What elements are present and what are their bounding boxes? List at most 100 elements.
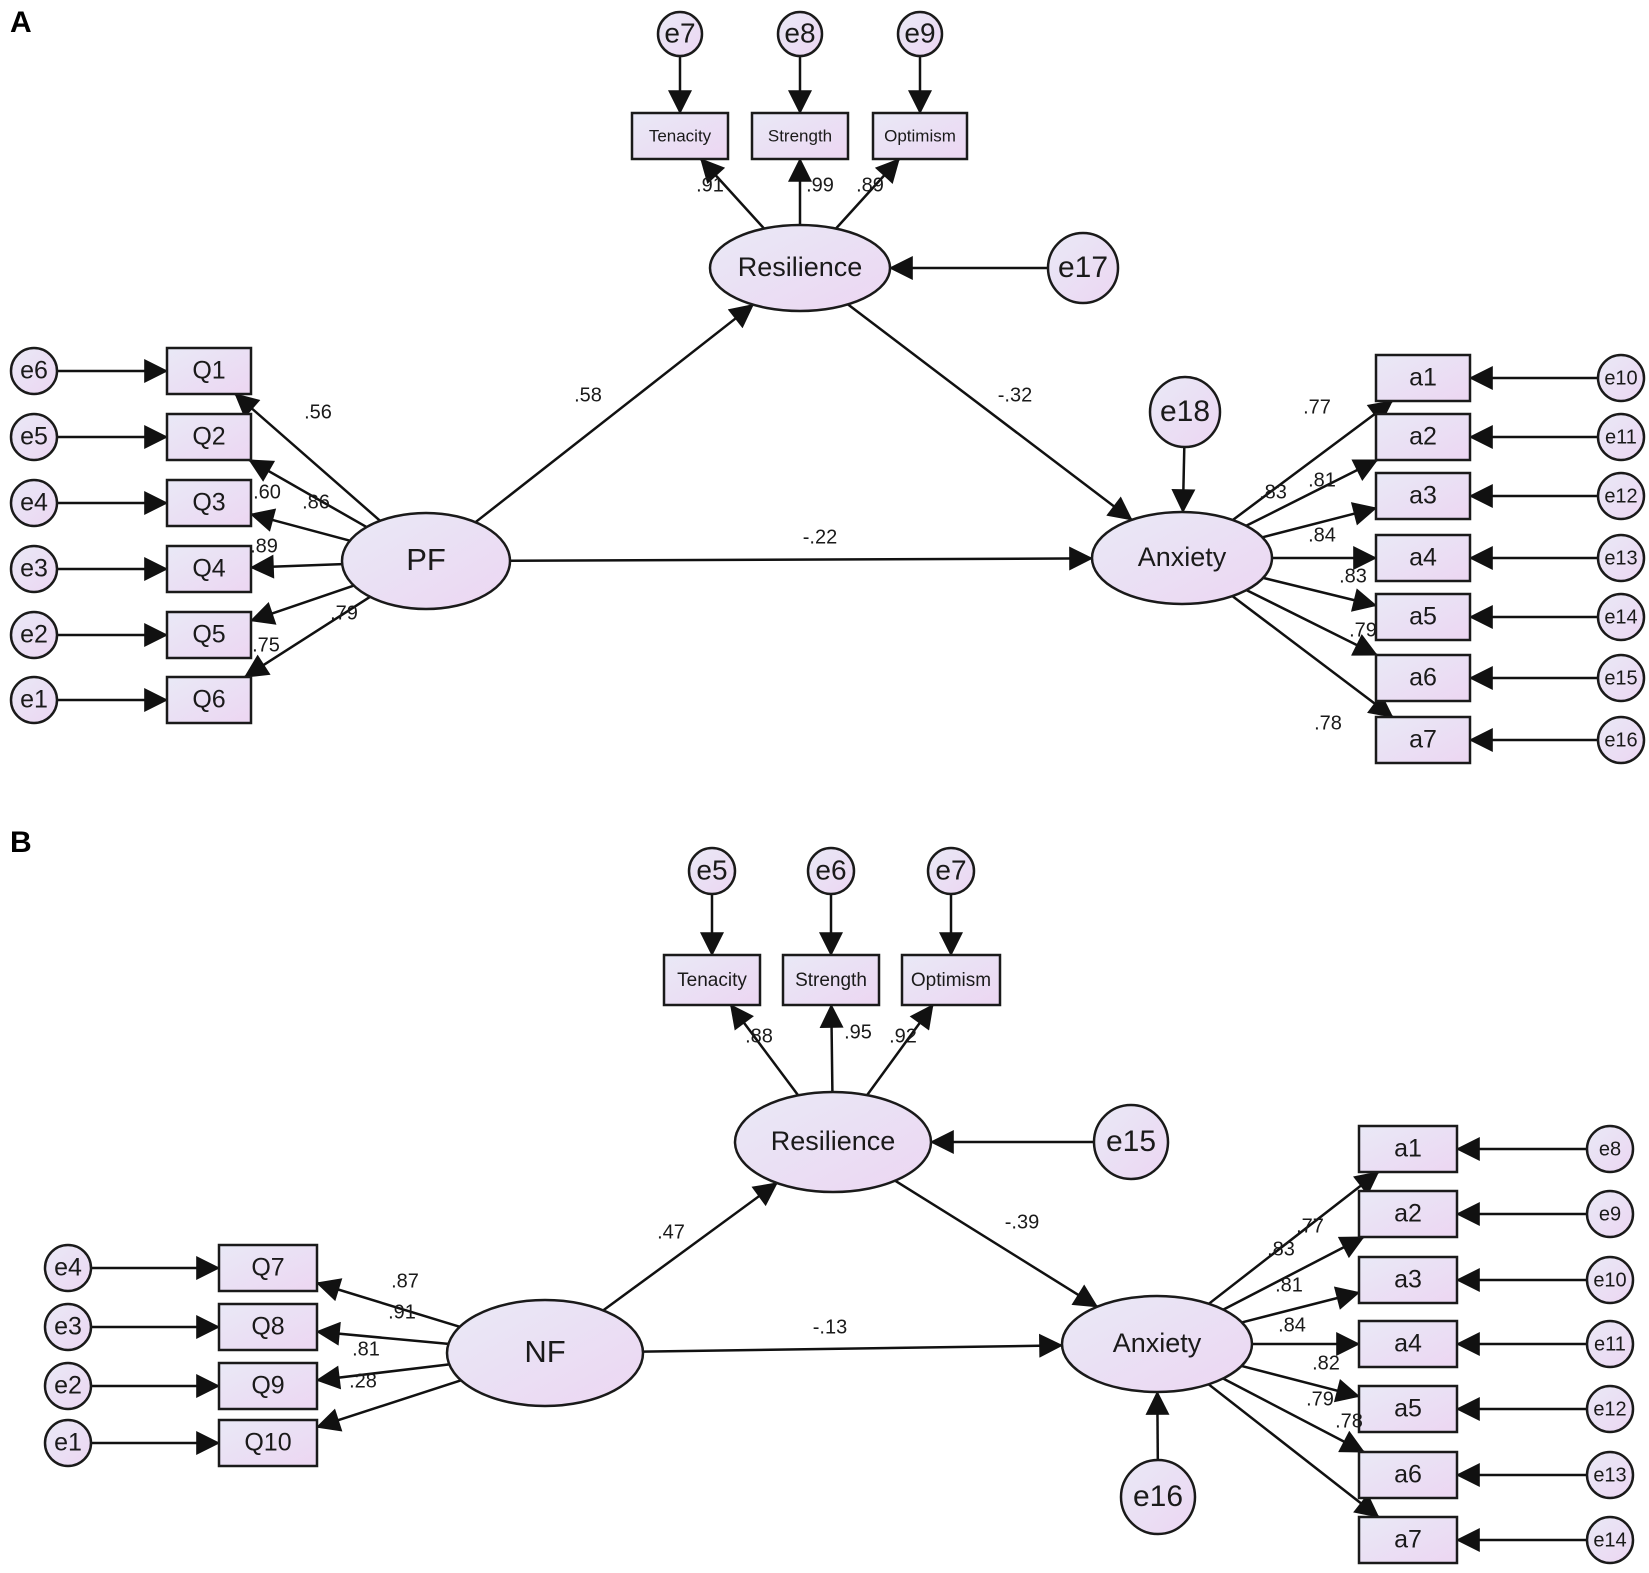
- arrow-anxiety-to-a2-panel-b: [1222, 1235, 1365, 1311]
- observed-variable-q6-panel-a: Q6: [165, 675, 253, 725]
- error-term-shape: [1585, 1189, 1635, 1239]
- error-term-label: e10: [1604, 367, 1637, 389]
- observed-variable-shape: [1374, 412, 1472, 462]
- error-term-e11-panel-a: e11: [1596, 412, 1646, 462]
- error-term-e5-panel-a: e5: [9, 412, 59, 462]
- error-term-e3-panel-a: e3: [9, 544, 59, 594]
- arrow-resilience-to-optimism-panel-b: [866, 1004, 934, 1096]
- path-coefficient-label: .77: [1303, 396, 1331, 418]
- observed-variable-shape: [217, 1418, 319, 1468]
- error-term-shape: [1585, 1384, 1635, 1434]
- observed-variable-label: Optimism: [884, 126, 956, 145]
- observed-variable-shape: [165, 346, 253, 396]
- error-term-e5-panel-b: e5: [687, 846, 737, 896]
- error-term-label: e3: [54, 1313, 82, 1341]
- arrow-e18-to-anxiety-panel-a: [1171, 446, 1196, 514]
- error-term-e7-panel-a: e7: [656, 10, 704, 58]
- arrow-pf-to-resilience-panel-a: [474, 303, 755, 524]
- observed-variable-shape: [217, 1243, 319, 1293]
- observed-variable-a4-panel-a: a4: [1374, 533, 1472, 583]
- error-term-label: e2: [54, 1372, 82, 1400]
- error-term-shape: [9, 675, 59, 725]
- observed-variable-shape: [1357, 1189, 1459, 1239]
- path-coefficient-label: .87: [391, 1270, 419, 1292]
- panel-label-b: B: [10, 826, 32, 859]
- arrow-e16-to-anxiety-panel-b: [1145, 1390, 1170, 1461]
- edges-layer: [57, 56, 1598, 1552]
- error-term-shape: [1119, 1458, 1197, 1536]
- path-coefficient-label: .95: [844, 1021, 872, 1043]
- error-term-e11-panel-b: e11: [1585, 1319, 1635, 1369]
- path-coefficient-label: .79: [330, 602, 358, 624]
- error-term-e18-panel-a: e18: [1148, 375, 1222, 449]
- observed-variable-a1-panel-b: a1: [1357, 1124, 1459, 1174]
- observed-variable-label: a7: [1409, 726, 1437, 754]
- observed-variable-shape: [165, 675, 253, 725]
- arrow-nf-to-resilience-panel-b: [602, 1181, 778, 1312]
- observed-variable-label: Q7: [251, 1254, 284, 1282]
- observed-variable-label: a4: [1394, 1330, 1422, 1358]
- error-term-label: e11: [1605, 426, 1637, 448]
- arrow-pf-to-q1-panel-a: [234, 393, 381, 522]
- error-term-label: e14: [1604, 606, 1637, 628]
- error-term-e16-panel-a: e16: [1596, 715, 1646, 765]
- observed-variable-a3-panel-a: a3: [1374, 471, 1472, 521]
- error-term-label: e18: [1160, 395, 1210, 428]
- error-term-label: e4: [20, 489, 48, 517]
- error-term-label: e1: [20, 686, 48, 714]
- path-coefficient-label: .89: [250, 535, 278, 557]
- observed-variable-shape: [750, 111, 850, 161]
- latent-variable-shape: [1060, 1294, 1254, 1394]
- path-coefficient-label: .82: [1312, 1352, 1340, 1374]
- observed-variable-label: a4: [1409, 544, 1437, 572]
- observed-variable-q5-panel-a: Q5: [165, 610, 253, 660]
- path-coefficient-label: .58: [574, 384, 602, 406]
- observed-variable-a2-panel-a: a2: [1374, 412, 1472, 462]
- arrow-anxiety-to-a5-panel-a: [1262, 576, 1378, 612]
- latent-variable-resilience-panel-a: Resilience: [708, 223, 892, 313]
- observed-variable-q1-panel-a: Q1: [165, 346, 253, 396]
- observed-variable-shape: [217, 1361, 319, 1411]
- error-term-shape: [806, 846, 856, 896]
- error-term-e13-panel-b: e13: [1585, 1450, 1635, 1500]
- error-term-shape: [43, 1243, 93, 1293]
- arrow-anxiety-to-a1-panel-b: [1208, 1171, 1380, 1305]
- path-coefficient-label: .91: [696, 174, 724, 196]
- path-coefficient-label: .99: [806, 174, 834, 196]
- error-term-e8-panel-b: e8: [1585, 1124, 1635, 1174]
- path-coefficient-label: .89: [856, 174, 884, 196]
- error-term-label: e3: [20, 555, 48, 583]
- error-term-e15-panel-a: e15: [1596, 653, 1646, 703]
- observed-variable-a5-panel-b: a5: [1357, 1384, 1459, 1434]
- error-term-shape: [1585, 1255, 1635, 1305]
- latent-variable-shape: [1090, 510, 1274, 606]
- error-term-e6-panel-a: e6: [9, 346, 59, 396]
- observed-variable-label: Q10: [244, 1429, 291, 1457]
- error-term-shape: [1596, 412, 1646, 462]
- error-term-label: e13: [1604, 547, 1637, 569]
- observed-variable-label: Q1: [192, 357, 225, 385]
- observed-variable-shape: [900, 953, 1002, 1007]
- path-coefficient-label: .84: [1278, 1314, 1306, 1336]
- arrow-anxiety-to-a3-panel-b: [1241, 1286, 1361, 1324]
- observed-variable-label: Q4: [192, 555, 225, 583]
- error-term-label: e17: [1058, 251, 1108, 284]
- panel-label-a: A: [10, 6, 32, 39]
- error-term-label: e6: [20, 357, 48, 385]
- error-term-e9-panel-b: e9: [1585, 1189, 1635, 1239]
- observed-variable-a5-panel-a: a5: [1374, 592, 1472, 642]
- error-term-shape: [9, 412, 59, 462]
- error-term-label: e16: [1133, 1480, 1183, 1513]
- arrow-nf-to-q7-panel-b: [315, 1278, 461, 1328]
- observed-variable-shape: [165, 412, 253, 462]
- latent-variable-shape: [340, 511, 512, 611]
- observed-variable-shape: [662, 953, 762, 1007]
- error-term-label: e16: [1604, 729, 1637, 751]
- latent-variable-resilience-panel-b: Resilience: [733, 1090, 933, 1194]
- error-term-label: e5: [20, 423, 48, 451]
- path-coefficient-label: .88: [745, 1025, 773, 1047]
- observed-variable-optimism-panel-a: Optimism: [871, 111, 969, 161]
- error-term-label: e8: [1599, 1138, 1621, 1160]
- error-term-e4-panel-a: e4: [9, 478, 59, 528]
